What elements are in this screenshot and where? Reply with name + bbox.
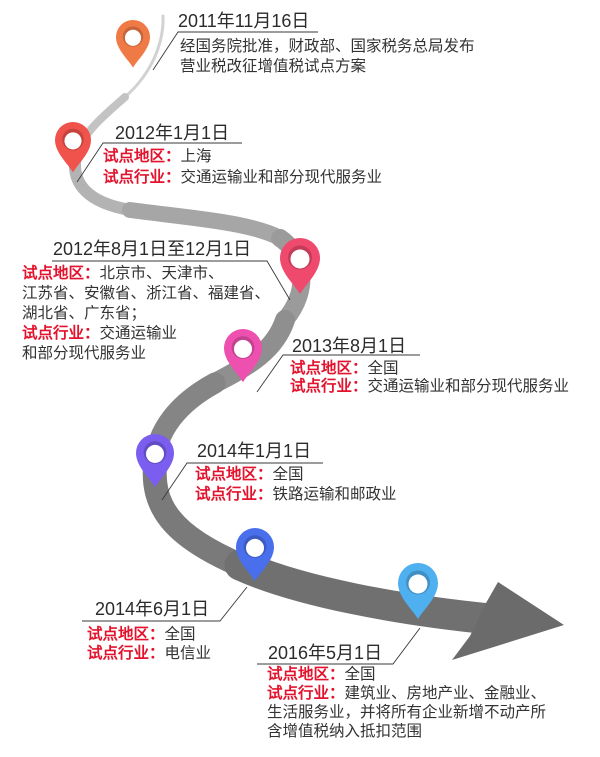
description-line: 经国务院批准，财政部、国家税务总局发布 xyxy=(180,37,475,57)
map-pin-icon xyxy=(55,122,91,173)
pilot-region-value: 全国 xyxy=(272,466,304,483)
pilot-industry-line: 和部分现代服务业 xyxy=(22,344,270,364)
pilot-industry-value: 生活服务业，并将所有企业新增不动产所 xyxy=(267,704,547,721)
pilot-region-value: 江苏省、安徽省、浙江省、福建省、 xyxy=(22,285,271,302)
pilot-region-value: 北京市、天津市、 xyxy=(99,265,224,282)
pilot-industry-value: 交通运输业和部分现代服务业 xyxy=(180,169,383,186)
pilot-industry-label: 试点行业： xyxy=(22,325,100,342)
pilot-industry-line: 试点行业：交通运输业和部分现代服务业 xyxy=(103,167,382,188)
pilot-region-line: 湖北省、广东省； xyxy=(22,304,270,324)
event-description: 试点地区：北京市、天津市、 江苏省、安徽省、浙江省、福建省、 湖北省、广东省； … xyxy=(22,264,270,364)
pilot-industry-value: 铁路运输和邮政业 xyxy=(272,486,397,503)
pilot-region-label: 试点地区： xyxy=(267,666,345,683)
pilot-industry-line: 含增值税纳入抵扣范围 xyxy=(267,722,546,741)
description-line: 营业税改征增值税试点方案 xyxy=(180,57,475,77)
map-pin-icon xyxy=(116,20,150,68)
event-date: 2011年11月16日 xyxy=(178,11,310,31)
event-description: 试点地区：全国 试点行业：建筑业、房地产业、金融业、 生活服务业，并将所有企业新… xyxy=(267,665,546,741)
pilot-industry-label: 试点行业： xyxy=(195,486,273,503)
pilot-region-line: 试点地区：北京市、天津市、 xyxy=(22,264,270,284)
pilot-region-value: 上海 xyxy=(180,148,212,165)
pilot-region-value: 湖北省、广东省； xyxy=(22,305,147,322)
pilot-industry-value: 电信业 xyxy=(164,645,212,662)
leader-line xyxy=(52,260,291,301)
pilot-region-label: 试点地区： xyxy=(22,265,100,282)
map-pin-icon xyxy=(236,528,274,582)
event-description: 试点地区：全国 试点行业：电信业 xyxy=(87,625,211,663)
pilot-region-line: 试点地区：全国 xyxy=(267,665,546,684)
leader-line xyxy=(82,586,248,622)
map-pin-icon xyxy=(224,329,262,383)
pilot-region-label: 试点地区： xyxy=(87,626,165,643)
pilot-industry-label: 试点行业： xyxy=(290,378,368,395)
event-date: 2014年6月1日 xyxy=(95,599,210,619)
pilot-industry-value: 交通运输业和部分现代服务业 xyxy=(367,378,570,395)
pilot-industry-value: 和部分现代服务业 xyxy=(22,345,147,362)
pilot-industry-value: 交通运输业 xyxy=(99,325,178,342)
pilot-region-value: 全国 xyxy=(367,360,399,377)
pilot-industry-line: 试点行业：铁路运输和邮政业 xyxy=(195,485,397,505)
leader-line xyxy=(256,354,420,393)
map-pin-icon xyxy=(136,434,174,488)
event-date: 2012年1月1日 xyxy=(115,123,230,143)
pilot-region-label: 试点地区： xyxy=(103,148,181,165)
pilot-region-label: 试点地区： xyxy=(195,466,273,483)
leader-line xyxy=(257,627,421,665)
leader-line xyxy=(76,142,242,183)
pilot-industry-label: 试点行业： xyxy=(87,645,165,662)
pilot-industry-line: 试点行业：建筑业、房地产业、金融业、 xyxy=(267,684,546,703)
event-date: 2016年5月1日 xyxy=(268,643,383,663)
pilot-region-value: 全国 xyxy=(164,626,196,643)
event-date: 2014年1月1日 xyxy=(197,441,312,461)
pilot-industry-label: 试点行业： xyxy=(103,169,181,186)
map-pin-icon xyxy=(398,563,438,619)
pilot-industry-value: 含增值税纳入抵扣范围 xyxy=(267,723,423,740)
description-text: 经国务院批准，财政部、国家税务总局发布 xyxy=(180,38,475,55)
event-description: 试点地区：上海 试点行业：交通运输业和部分现代服务业 xyxy=(103,146,382,188)
pilot-region-value: 全国 xyxy=(344,666,376,683)
pilot-industry-line: 试点行业：电信业 xyxy=(87,644,211,663)
event-description: 经国务院批准，财政部、国家税务总局发布 营业税改征增值税试点方案 xyxy=(180,37,475,77)
leader-line xyxy=(161,462,323,501)
pilot-industry-line: 生活服务业，并将所有企业新增不动产所 xyxy=(267,703,546,722)
description-text: 营业税改征增值税试点方案 xyxy=(180,58,367,75)
pilot-region-line: 试点地区：全国 xyxy=(195,465,397,485)
pilot-region-line: 试点地区：全国 xyxy=(290,360,569,378)
event-date: 2012年8月1日至12月1日 xyxy=(53,239,252,259)
event-date: 2013年8月1日 xyxy=(292,336,407,356)
arrow-head-icon xyxy=(452,582,564,660)
pilot-region-label: 试点地区： xyxy=(290,360,368,377)
pilot-industry-label: 试点行业： xyxy=(267,685,345,702)
event-description: 试点地区：全国 试点行业：交通运输业和部分现代服务业 xyxy=(290,360,569,396)
pilot-industry-line: 试点行业：交通运输业和部分现代服务业 xyxy=(290,378,569,396)
pilot-region-line: 试点地区：上海 xyxy=(103,146,382,167)
pilot-industry-line: 试点行业：交通运输业 xyxy=(22,324,270,344)
pilot-industry-value: 建筑业、房地产业、金融业、 xyxy=(344,685,547,702)
pilot-region-line: 江苏省、安徽省、浙江省、福建省、 xyxy=(22,284,270,304)
map-pin-icon xyxy=(280,238,320,294)
event-description: 试点地区：全国 试点行业：铁路运输和邮政业 xyxy=(195,465,397,505)
leader-line xyxy=(152,31,318,71)
pilot-region-line: 试点地区：全国 xyxy=(87,625,211,644)
